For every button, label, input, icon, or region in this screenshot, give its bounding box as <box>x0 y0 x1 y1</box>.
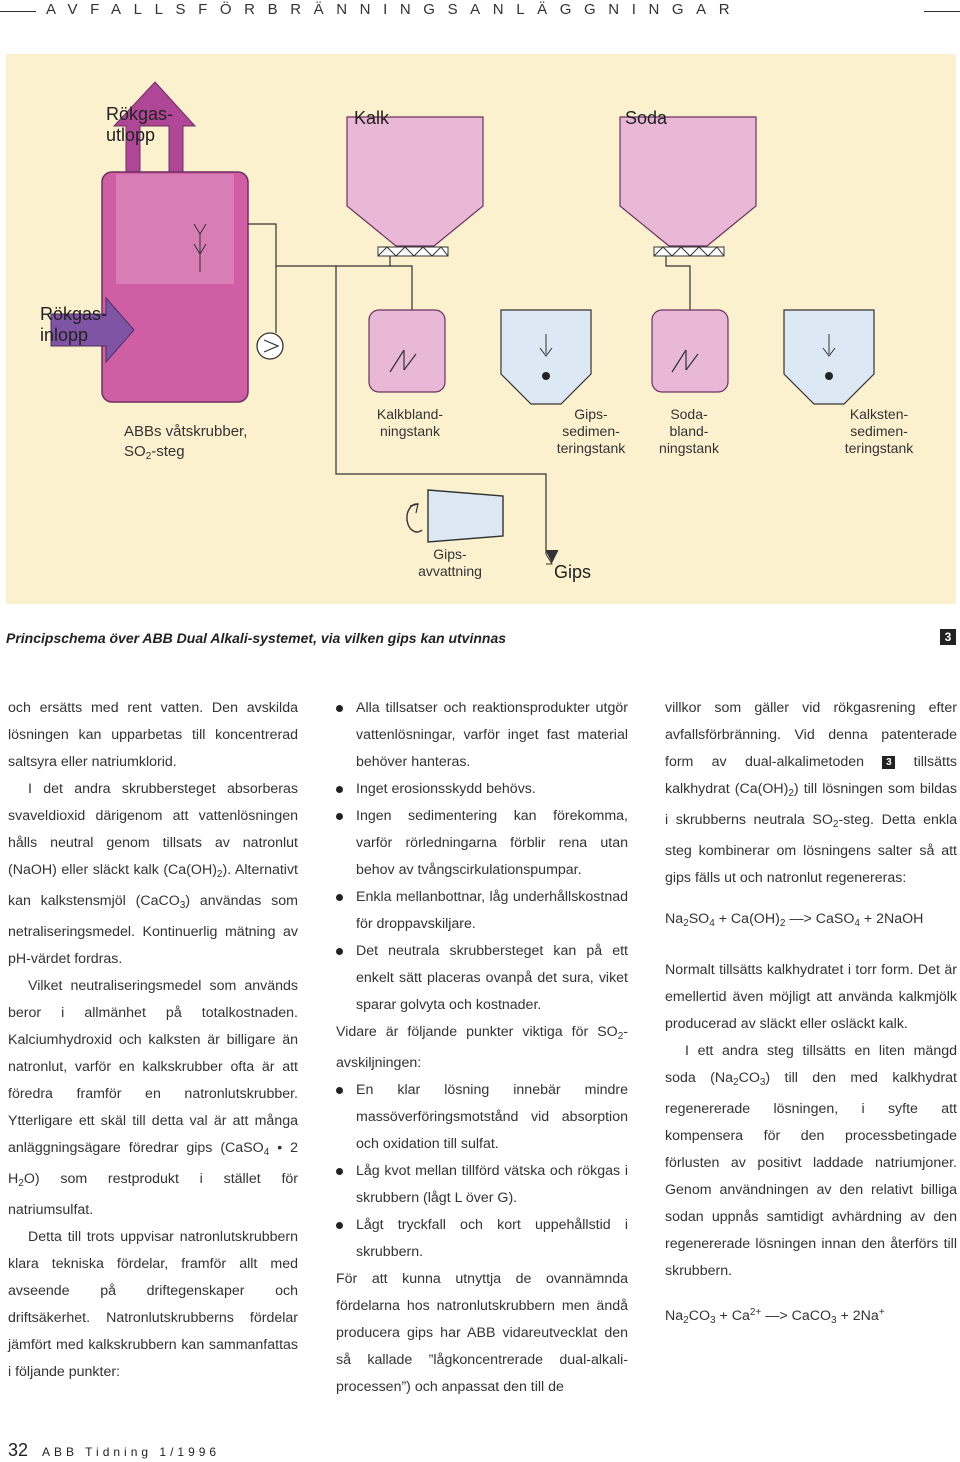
pump-icon <box>256 332 284 360</box>
header-rule-left <box>0 11 36 12</box>
flue-gas-outlet-arrow <box>112 81 197 177</box>
figure-reference-badge: 3 <box>882 756 896 769</box>
publication-name: ABB Tidning 1/1996 <box>42 1445 221 1459</box>
label-limestone-sedimentation: Kalksten-sedimen-teringstank <box>844 406 914 456</box>
col1-paragraph-4: Detta till trots uppvisar natronlutskrub… <box>8 1229 298 1380</box>
text-column-3: villkor som gäller vid rökgasrening efte… <box>665 695 957 1354</box>
page-footer: 32 ABB Tidning 1/1996 <box>8 1440 220 1461</box>
list-item: En klar lösning innebär mindre massöverf… <box>336 1077 628 1158</box>
equation-2: Na2CO3 + Ca2+ —> CaCO3 + 2Na+ <box>665 1307 885 1326</box>
flue-gas-inlet-arrow <box>50 296 135 364</box>
header-title: AVFALLSFÖRBRÄNNINGSANLÄGGNINGAR <box>46 1 743 18</box>
list-item: Inget erosionsskydd behövs. <box>336 776 628 803</box>
diagram-drawing <box>50 81 875 565</box>
figure-caption: Principschema över ABB Dual Alkali-syste… <box>6 630 507 646</box>
label-soda: Soda <box>625 108 668 128</box>
list-item: Det neutrala skrubbersteget kan på ett e… <box>336 938 628 1019</box>
limestone-sedimentation-tank <box>783 309 875 405</box>
gypsum-sedimentation-tank <box>500 309 592 405</box>
list-item: Enkla mellanbottnar, låg underhållskostn… <box>336 884 628 938</box>
list-item: Låg kvot mellan tillförd vätska och rökg… <box>336 1158 628 1212</box>
label-gypsum-sedimentation: Gips-sedimen-teringstank <box>556 406 626 456</box>
list-item: Lågt tryckfall och kort uppehållstid i s… <box>336 1212 628 1266</box>
label-soda-mixing-tank: Soda-bland-ningstank <box>659 406 719 456</box>
col1-paragraph-1: och ersätts med rent vatten. Den avskild… <box>8 700 298 770</box>
list-item: Ingen sedimentering kan förekomma, varfö… <box>336 803 628 884</box>
dewatering-unit <box>427 489 504 543</box>
label-flue-gas-inlet: Rökgas-inlopp <box>40 304 108 345</box>
scrubber-vessel <box>101 171 249 403</box>
col3-paragraph-2: Normalt tillsätts kalkhydratet i torr fo… <box>665 962 957 1032</box>
process-diagram: Rökgas-utlopp Kalk Soda Rökgas-inlopp AB… <box>6 54 956 604</box>
list-item: Alla tillsatser och reaktionsprodukter u… <box>336 695 628 776</box>
soda-mixing-tank <box>651 309 729 393</box>
label-lime: Kalk <box>354 108 390 128</box>
page-number: 32 <box>8 1440 29 1460</box>
label-lime-mixing-tank: Kalkbland-ningstank <box>376 406 444 439</box>
col3-paragraph-1: villkor som gäller vid rökgasrening efte… <box>665 700 957 886</box>
col1-paragraph-2: I det andra skrubbersteget absorberas sv… <box>8 781 298 967</box>
label-gypsum-dewatering: Gips-avvattning <box>418 546 482 579</box>
lime-silo <box>346 116 484 247</box>
label-gypsum: Gips <box>554 562 592 582</box>
figure-number: 3 <box>940 629 956 645</box>
col2-intro: Vidare är följande punkter viktiga för S… <box>336 1024 628 1071</box>
advantages-list: Alla tillsatser och reaktionsprodukter u… <box>336 695 628 1019</box>
so2-points-list: En klar lösning innebär mindre massöverf… <box>336 1077 628 1266</box>
label-scrubber: ABBs våtskrubber,SO2-steg <box>124 423 248 462</box>
col3-paragraph-3: I ett andra steg tillsätts en liten mäng… <box>665 1043 957 1279</box>
text-column-2: Alla tillsatser och reaktionsprodukter u… <box>336 695 628 1401</box>
col2-paragraph-end: För att kunna utnyttja de ovannämnda för… <box>336 1271 628 1395</box>
equation-1: Na2SO4 + Ca(OH)2 —> CaSO4 + 2NaOH <box>665 911 924 929</box>
label-flue-gas-outlet: Rökgas-utlopp <box>106 104 174 145</box>
text-column-1: och ersätts med rent vatten. Den avskild… <box>8 695 298 1386</box>
col1-paragraph-3: Vilket neutraliseringsmedel som används … <box>8 978 298 1218</box>
soda-silo <box>619 116 757 247</box>
header-rule-right <box>924 11 960 12</box>
running-header: AVFALLSFÖRBRÄNNINGSANLÄGGNINGAR <box>0 0 960 26</box>
lime-mixing-tank <box>368 309 446 393</box>
rotation-icon <box>406 503 423 533</box>
